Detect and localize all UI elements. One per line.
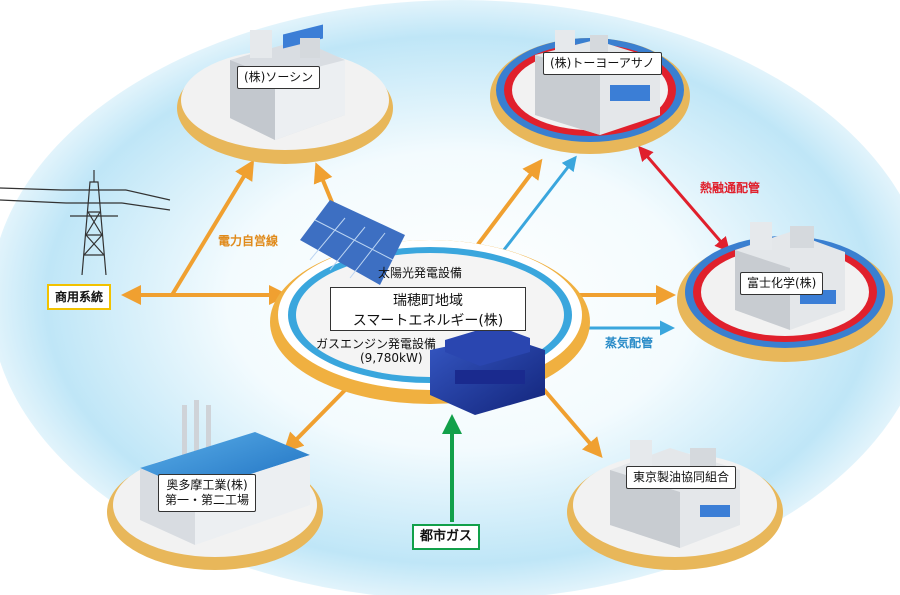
center-company-label: 瑞穂町地域 スマートエネルギー(株)	[330, 287, 526, 331]
arrow-grid-to-sosin	[170, 159, 255, 297]
facility-label-sosin: (株)ソーシン	[237, 66, 321, 89]
platform-toyo-asano	[490, 30, 690, 154]
arrow-center-to-toyo	[468, 158, 543, 257]
okutama-line2: 第一・第二工場	[165, 493, 250, 507]
okutama-line1: 奥多摩工業(株)	[166, 478, 248, 492]
center-line1: 瑞穂町地域	[393, 293, 463, 309]
gas-engine-line2: (9,780kW)	[360, 351, 423, 365]
facility-label-fuji-kagaku: 富士化学(株)	[740, 272, 824, 295]
arrow-center-to-tokyo-oil	[538, 383, 603, 459]
solar-panel-icon	[300, 200, 405, 285]
city-gas-box: 都市ガス	[412, 524, 481, 550]
gas-engine-line1: ガスエンジン発電設備	[316, 337, 437, 351]
gas-engine-facility-label: ガスエンジン発電設備 (9,780kW)	[316, 337, 436, 365]
facility-label-okutama: 奥多摩工業(株) 第一・第二工場	[158, 474, 257, 512]
transmission-tower-icon	[0, 170, 171, 276]
arrow-center-to-okutama	[283, 383, 352, 453]
center-line2: スマートエネルギー(株)	[352, 313, 504, 329]
steam-arrow-to-toyo	[498, 155, 577, 256]
heat-pipe-arrow	[638, 145, 730, 253]
facility-label-tokyo-oil: 東京製油協同組合	[626, 466, 737, 489]
heat-pipe-label: 熱融通配管	[700, 181, 761, 195]
private-line-label: 電力自営線	[218, 234, 279, 248]
steam-pipe-label: 蒸気配管	[605, 336, 654, 350]
solar-facility-label: 太陽光発電設備	[378, 266, 463, 280]
gas-engine-icon	[430, 325, 545, 415]
commercial-grid-box: 商用系統	[47, 284, 112, 310]
facility-label-toyo-asano: (株)トーヨーアサノ	[543, 52, 662, 75]
